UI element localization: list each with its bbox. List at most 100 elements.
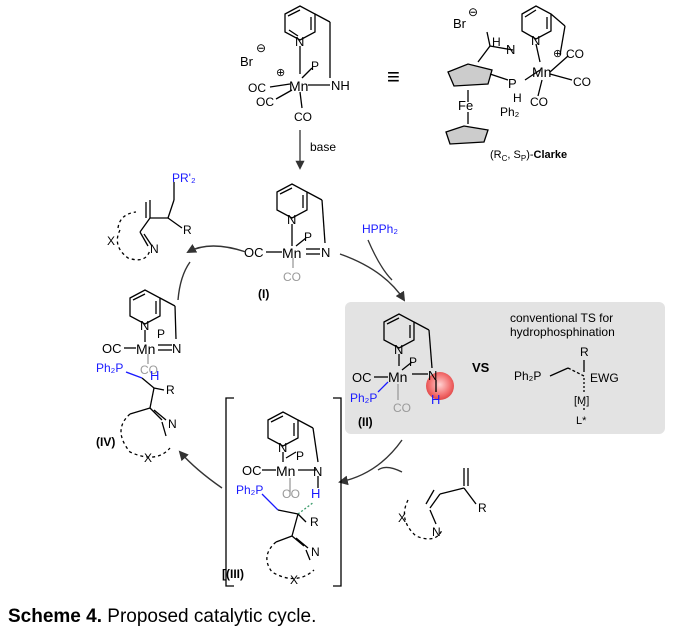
int-iv-x: X	[144, 451, 152, 465]
int-iii-label: [(III)	[222, 567, 244, 581]
conventional-ts-structure	[549, 360, 585, 410]
ts-l: L*	[576, 415, 587, 427]
int-iv-h: H	[150, 368, 159, 383]
int-iv-oc: OC	[102, 341, 122, 356]
ts-ph2p: Ph₂P	[514, 369, 541, 383]
int-iv-mn: Mn	[136, 341, 155, 357]
int-iv-ph2p: Ph₂P	[96, 361, 123, 375]
precatalyst-oc2: OC	[256, 95, 274, 109]
int-iv-p: P	[157, 327, 165, 341]
int-i-n: N	[321, 245, 330, 260]
int-iv-n-ring: N	[140, 318, 149, 333]
precatalyst-mn: Mn	[289, 78, 308, 94]
clarke-name: (RC, SP)-Clarke	[490, 149, 567, 163]
int-ii-ph2p: Ph₂P	[350, 391, 377, 405]
int-i-p: P	[304, 230, 312, 244]
precatalyst-co: CO	[294, 110, 312, 124]
clarke-n-amine: N	[506, 42, 515, 57]
figure-caption: Scheme 4. Proposed catalytic cycle.	[8, 606, 316, 628]
int-iii-ph2p: Ph₂P	[236, 483, 263, 497]
int-ii-n: N	[428, 368, 437, 383]
int-iii-co: CO	[282, 487, 300, 501]
int-i-mn: Mn	[282, 245, 301, 261]
clarke-c-sub: C	[502, 154, 508, 163]
int-ii-co: CO	[393, 401, 411, 415]
clarke-h: H	[492, 35, 501, 49]
precatalyst-n: N	[295, 34, 304, 49]
substrate-x: X	[398, 511, 406, 525]
ts-title-line1: conventional TS for	[510, 311, 613, 325]
clarke-prefix: (R	[490, 149, 502, 161]
clarke-co1: CO	[566, 47, 584, 61]
clarke-p-sub: P	[521, 154, 526, 163]
precatalyst-br: Br	[240, 54, 254, 69]
ts-r: R	[580, 345, 589, 359]
clarke-mn: Mn	[532, 64, 551, 80]
clarke-complex-structure	[445, 5, 573, 145]
caption-text: Proposed catalytic cycle.	[102, 606, 317, 627]
cycle-arrow-iii-to-iv	[178, 450, 223, 489]
vs-label: VS	[472, 360, 490, 375]
int-iii-mn: Mn	[276, 463, 295, 479]
clarke-n-ring: N	[531, 33, 540, 48]
equivalence-sign: ≡	[387, 64, 400, 89]
substrate-r: R	[478, 501, 487, 515]
cycle-arrow-to-i	[186, 243, 247, 253]
cycle-arrow-iv-to-product	[177, 261, 191, 301]
clarke-co2: CO	[573, 75, 591, 89]
clarke-mid: , S	[507, 149, 520, 161]
int-i-label: (I)	[258, 287, 269, 301]
intermediate-ii-structure	[374, 313, 433, 400]
int-i-oc: OC	[244, 245, 264, 260]
svg-text:(RC, SP)-Clarke: (RC, SP)-Clarke	[490, 149, 567, 163]
hpph2-label: HPPh₂	[362, 222, 398, 236]
intermediate-iii-bracket	[225, 397, 342, 587]
clarke-ph2: Ph₂	[500, 105, 520, 119]
int-iii-h: H	[311, 486, 320, 501]
product-n: N	[150, 242, 159, 256]
nh-highlight	[426, 372, 454, 400]
int-iv-n2: N	[168, 417, 177, 431]
int-iii-r: R	[310, 515, 319, 529]
int-ii-n-ring: N	[394, 342, 403, 357]
clarke-p: P	[508, 76, 517, 91]
int-ii-oc: OC	[352, 370, 372, 385]
precatalyst-nh: NH	[331, 78, 350, 93]
int-i-co: CO	[283, 270, 301, 284]
base-label: base	[310, 140, 336, 154]
int-iv-r: R	[166, 383, 175, 397]
substrate-structure	[403, 468, 477, 540]
ts-m: [M]	[574, 395, 589, 407]
clarke-bold-name: Clarke	[534, 149, 568, 161]
clarke-br: Br	[453, 16, 467, 31]
int-iv-label: (IV)	[96, 435, 115, 449]
intermediate-iv-structure	[120, 289, 177, 458]
clarke-ph-h: H	[513, 91, 522, 105]
cycle-arrow-ii-to-iii	[338, 439, 403, 486]
clarke-fe: Fe	[458, 98, 473, 113]
int-iii-oc: OC	[242, 463, 262, 478]
int-ii-p: P	[409, 355, 417, 369]
int-iii-x: X	[290, 573, 298, 587]
intermediate-i-structure	[266, 183, 326, 268]
int-iii-n2: N	[311, 545, 320, 559]
clarke-co3: CO	[530, 95, 548, 109]
clarke-plus: ⊕	[553, 48, 562, 60]
substrate-arrow	[377, 466, 403, 473]
int-iv-n: N	[172, 341, 181, 356]
precatalyst-minus: ⊖	[256, 41, 266, 55]
int-ii-label: (II)	[358, 415, 373, 429]
substrate-n: N	[432, 525, 441, 539]
product-structure	[116, 182, 183, 261]
product-pr2: PR'₂	[172, 171, 196, 185]
caption-label: Scheme 4.	[8, 606, 102, 627]
intermediate-iii-structure	[261, 411, 319, 580]
precatalyst-oc1: OC	[248, 81, 266, 95]
int-iii-p: P	[296, 449, 304, 463]
int-ii-h: H	[431, 392, 440, 407]
precatalyst-structure	[269, 5, 331, 109]
ts-ewg: EWG	[590, 371, 619, 385]
int-iii-n-ring: N	[278, 440, 287, 455]
clarke-suffix: )-	[526, 149, 534, 161]
